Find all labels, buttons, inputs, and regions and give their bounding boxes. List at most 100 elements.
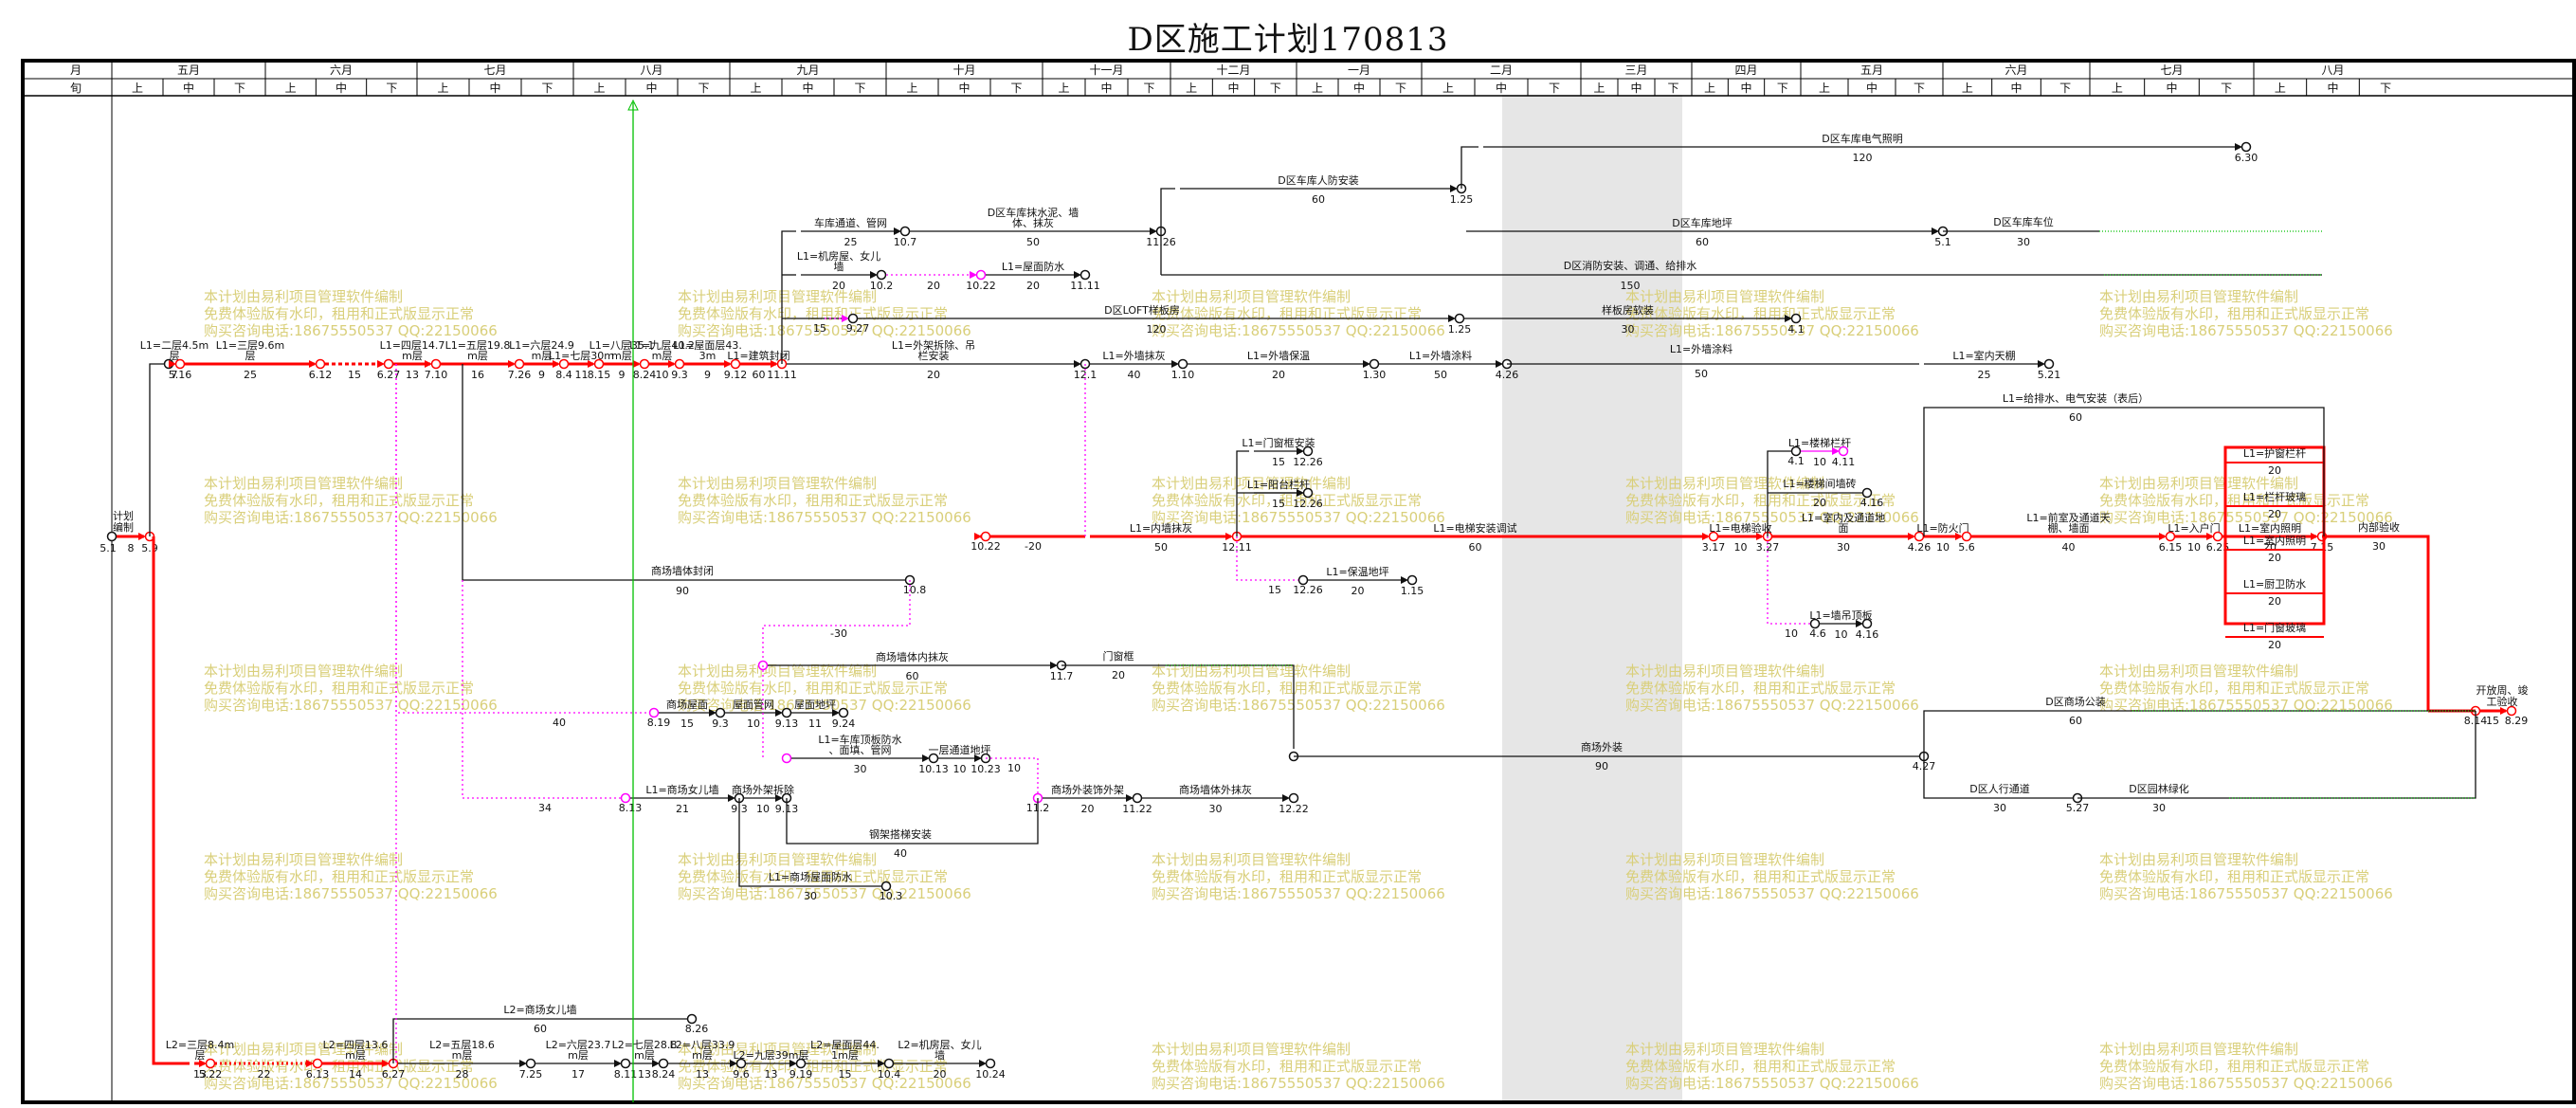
event-node (928, 753, 939, 764)
tenday-label: 下 (1777, 82, 1788, 95)
month-label: 三月 (1624, 64, 1647, 77)
tenday-label: 下 (2380, 82, 2391, 95)
node-date: 10.13 (918, 763, 949, 775)
activity-duration: 13 (696, 1068, 709, 1081)
activity-label: D区车库车位 (1993, 215, 2053, 228)
activity-duration: 30 (1993, 802, 2006, 814)
watermark-text: 本计划由易利项目管理软件编制 (678, 288, 877, 305)
event-node (1369, 358, 1380, 370)
dependency-line (786, 798, 1039, 845)
activity-label: L2=七层28.8 (612, 1039, 678, 1051)
dummy-line (986, 757, 1039, 798)
watermark-text: 购买咨询电话:18675550537 QQ:22150066 (1152, 322, 1445, 339)
activity-duration: 10 (953, 763, 967, 775)
arrow-head (728, 794, 735, 802)
event-node (1288, 792, 1299, 804)
activity-duration: 30 (854, 763, 867, 775)
critical-spine (152, 536, 190, 1065)
arrow-head (775, 794, 783, 802)
activity-duration: 10 (756, 803, 770, 815)
activity-duration: 120 (1147, 323, 1167, 336)
watermark-text: 免费体验版有水印，租用和正式版显示正常 (1625, 1058, 1896, 1075)
watermark-text: 本计划由易利项目管理软件编制 (678, 1041, 877, 1058)
node-date: 8.26 (685, 1023, 709, 1035)
arrow-head (970, 271, 977, 279)
watermark-text: 购买咨询电话:18675550537 QQ:22150066 (678, 1075, 971, 1092)
tenday-label: 下 (1270, 82, 1281, 95)
activity-label: L2=八层33.9 (670, 1039, 735, 1051)
activity-duration: 20 (927, 280, 940, 292)
tenday-label: 中 (1353, 81, 1365, 95)
activity-label: 一层通道地坪 (929, 743, 991, 756)
activity-label: L1=四层14.7 (380, 339, 445, 352)
activity-duration: 20 (2268, 595, 2281, 608)
activity-label: L1=阳台栏杆 (1247, 478, 1310, 491)
activity-label: D区车库电气照明 (1822, 132, 1902, 145)
watermark-text: 免费体验版有水印，租用和正式版显示正常 (1152, 492, 1422, 509)
tenday-label: 中 (489, 81, 500, 95)
tenday-label: 上 (132, 82, 143, 95)
activity-duration: 20 (2268, 464, 2281, 477)
activity-label: L1=建筑封闭 (727, 349, 789, 362)
arrow-head (2311, 533, 2318, 540)
event-node (2165, 531, 2176, 542)
tenday-label: 上 (1819, 82, 1830, 95)
activity-label: 屋面管网 (733, 698, 774, 711)
activity-label: L1=六层24.9 (509, 339, 574, 352)
activity-label: 商场外装 (1581, 740, 1623, 754)
activity-duration: 40 (553, 717, 566, 729)
activity-label: L1=外墙涂料 (1409, 349, 1472, 362)
tenday-label: 中 (2166, 81, 2177, 95)
node-date: 1.10 (1171, 369, 1195, 381)
activity-label: L1=屋面层43. (673, 339, 742, 352)
activity-label: L1=厨卫防水 (2243, 577, 2306, 590)
month-label: 六月 (330, 64, 353, 77)
node-date: 8.15 (588, 369, 611, 381)
tenday-label: 上 (1442, 82, 1454, 95)
tenday-label: 下 (1667, 82, 1678, 95)
activity-label: L1=护窗栏杆 (2243, 446, 2306, 460)
watermark-text: 本计划由易利项目管理软件编制 (204, 1041, 403, 1058)
arrow-head (1126, 794, 1134, 802)
watermark-text: 购买咨询电话:18675550537 QQ:22150066 (1152, 885, 1445, 902)
tenday-label: 中 (336, 81, 347, 95)
watermark-text: 购买咨询电话:18675550537 QQ:22150066 (678, 322, 971, 339)
watermark-text: 本计划由易利项目管理软件编制 (204, 663, 403, 680)
activity-label: 商场墙体外抹灰 (1179, 783, 1252, 796)
watermark-text: 免费体验版有水印，租用和正式版显示正常 (1152, 305, 1422, 322)
node-date: 12.26 (1293, 584, 1323, 596)
activity-duration: 40 (1128, 369, 1141, 381)
activity-label: L1=外墙抹灰 (1102, 349, 1165, 362)
dependency-line (1460, 146, 1478, 189)
tenday-label: 下 (1395, 82, 1406, 95)
watermark-text: 购买咨询电话:18675550537 QQ:22150066 (678, 509, 971, 526)
activity-label: L1=商场屋面防水 (769, 870, 852, 883)
watermark-text: 购买咨询电话:18675550537 QQ:22150066 (2099, 1075, 2393, 1092)
node-date: 5.1 (100, 542, 117, 554)
node-date: 8.24 (633, 369, 657, 381)
watermark-text: 免费体验版有水印，租用和正式版显示正常 (204, 305, 474, 322)
activity-label: 样板房软装 (1602, 303, 1654, 317)
watermark-text: 免费体验版有水印，租用和正式版显示正常 (204, 1058, 474, 1075)
activity-duration: 40 (894, 847, 907, 860)
activity-label: 体、抹灰 (1012, 216, 1054, 229)
watermark-text: 本计划由易利项目管理软件编制 (678, 663, 877, 680)
activity-label: L1=前室及通道天 (2026, 511, 2110, 524)
activity-duration: 10 (2187, 541, 2201, 554)
arrow-head (1171, 360, 1179, 368)
node-date: 10.7 (894, 236, 917, 248)
node-date: 10.8 (903, 584, 927, 596)
activity-label: m层 (568, 1049, 589, 1062)
node-date: 11.22 (1122, 803, 1152, 815)
node-date: 10.3 (880, 890, 903, 902)
watermark-text: 购买咨询电话:18675550537 QQ:22150066 (2099, 697, 2393, 714)
tenday-label: 中 (1630, 81, 1642, 95)
event-node (620, 792, 631, 804)
activity-label: m层 (345, 1049, 366, 1062)
arrow-head (2500, 707, 2508, 715)
node-date: 4.1 (1787, 323, 1805, 336)
watermark-text: 免费体验版有水印，租用和正式版显示正常 (678, 305, 948, 322)
watermark-text: 本计划由易利项目管理软件编制 (678, 851, 877, 868)
activity-duration: 60 (2069, 715, 2082, 727)
